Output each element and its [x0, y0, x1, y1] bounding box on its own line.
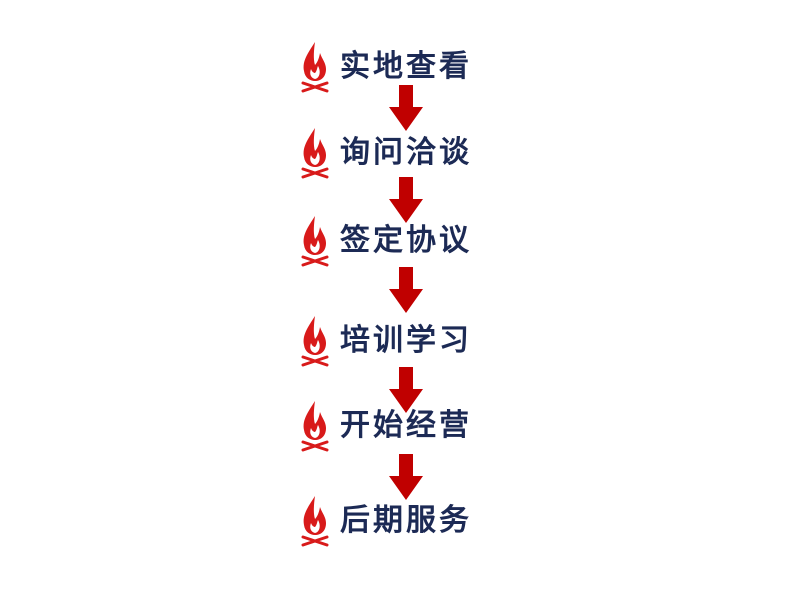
flow-step: 后期服务: [300, 491, 472, 551]
flow-step: 培训学习: [300, 311, 472, 371]
flame-icon: [301, 316, 329, 367]
flow-step: 开始经营: [300, 396, 472, 456]
flame-icon: [301, 496, 329, 547]
down-arrow-icon: [389, 85, 423, 131]
flow-step: 实地查看: [300, 37, 472, 97]
flame-icon: [301, 128, 329, 179]
down-arrow-icon: [389, 454, 423, 500]
flame-icon: [301, 42, 329, 93]
step-label: 签定协议: [340, 223, 472, 258]
down-arrow-icon: [389, 367, 423, 413]
step-label: 询问洽谈: [340, 135, 472, 170]
step-label: 培训学习: [340, 323, 472, 358]
flame-icon: [301, 401, 329, 452]
flame-icon: [301, 216, 329, 267]
step-label: 后期服务: [340, 503, 472, 538]
down-arrow-icon: [389, 177, 423, 223]
down-arrow-icon: [389, 267, 423, 313]
step-label: 开始经营: [340, 408, 472, 443]
flow-step: 签定协议: [300, 211, 472, 271]
step-label: 实地查看: [340, 49, 472, 84]
flow-step: 询问洽谈: [300, 123, 472, 183]
